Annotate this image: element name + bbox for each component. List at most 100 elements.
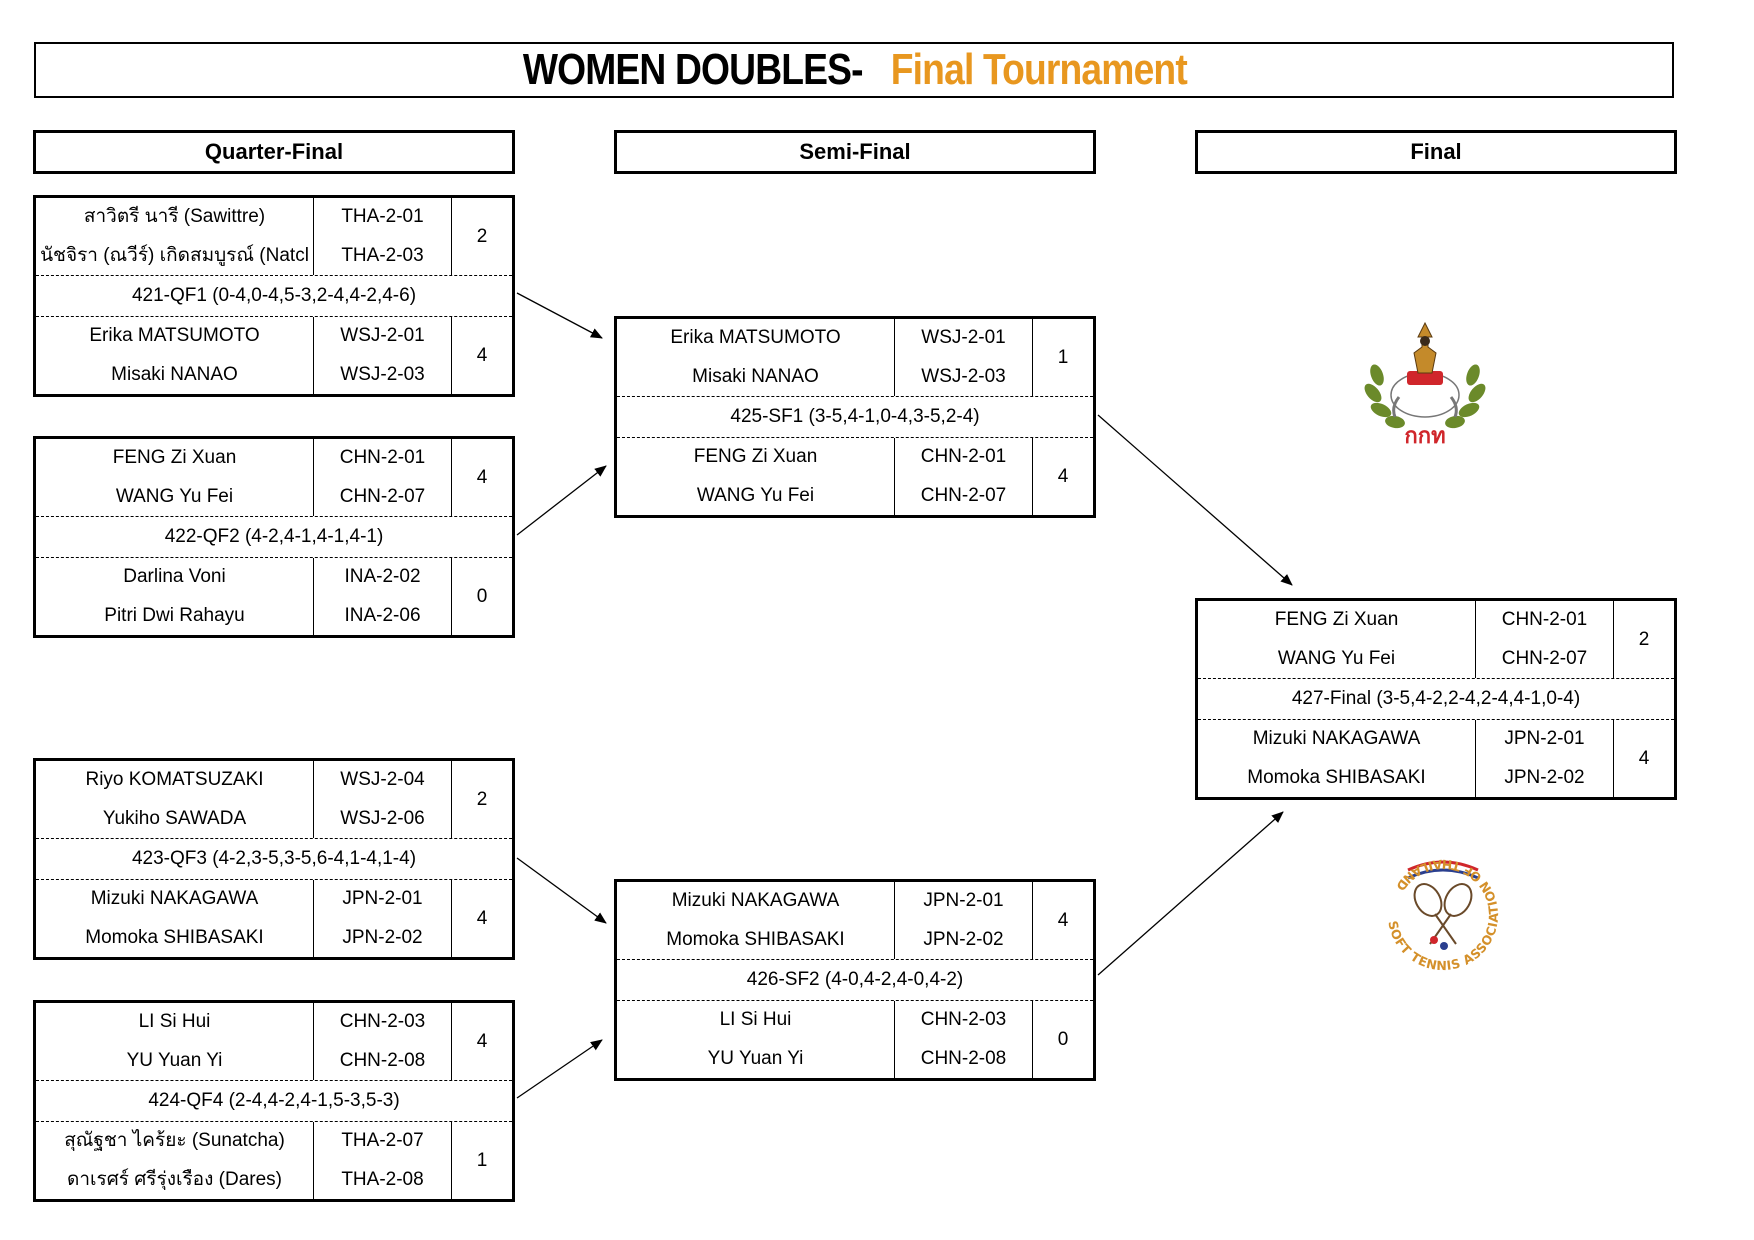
player-name: WANG Yu Fei [696,484,815,506]
player-code: THA-2-01 [341,206,424,227]
team-top: สาวิตรี นารี (Sawittre) นัชจิรา (ณวีร์) เ… [36,198,512,275]
arrow-sf2-to-final [1097,811,1284,976]
player-name: LI Si Hui [138,1011,211,1032]
player-code: WSJ-2-03 [340,363,425,385]
player-name: Momoka SHIBASAKI [85,926,264,948]
player-name: Darlina Voni [123,566,226,587]
player-code: WSJ-2-03 [921,365,1006,387]
title-main: WOMEN DOUBLES- [523,45,864,94]
player-name: Riyo KOMATSUZAKI [85,769,264,790]
player-code: JPN-2-02 [1504,766,1585,788]
team-score: 1 [1057,346,1069,368]
match-info: 423-QF3 (4-2,3-5,3-5,6-4,1-4,1-4) [36,838,512,880]
team-score: 4 [476,907,488,929]
match-sf2: Mizuki NAKAGAWA Momoka SHIBASAKI JPN-2-01… [614,879,1096,1081]
player-name: YU Yuan Yi [126,1049,223,1071]
team-score: 4 [1638,747,1650,769]
player-code: JPN-2-01 [1504,728,1585,749]
match-info: 422-QF2 (4-2,4-1,4-1,4-1) [36,516,512,558]
team-score: 0 [476,585,488,607]
team-score: 4 [476,466,488,488]
player-code: CHN-2-08 [339,1049,426,1071]
player-code: WSJ-2-01 [921,327,1006,348]
match-info: 425-SF1 (3-5,4-1,0-4,3-5,2-4) [617,396,1093,438]
player-code: THA-2-07 [341,1130,424,1151]
player-name: Momoka SHIBASAKI [1247,766,1426,788]
player-name: Momoka SHIBASAKI [666,928,845,950]
player-name: Erika MATSUMOTO [670,327,841,348]
team-score: 1 [476,1149,488,1171]
soft-tennis-association-logo-icon: SOFT TENNIS ASSOCIATION OF THAILAND [1385,857,1501,973]
player-code: CHN-2-07 [1501,647,1588,669]
player-code: WSJ-2-06 [340,807,425,829]
player-name: Yukiho SAWADA [102,807,247,829]
team-top: Mizuki NAKAGAWA Momoka SHIBASAKI JPN-2-01… [617,882,1093,959]
player-name: Pitri Dwi Rahayu [104,604,245,626]
player-code: CHN-2-07 [339,485,426,507]
round-header-final: Final [1195,130,1677,174]
team-bottom: Mizuki NAKAGAWA Momoka SHIBASAKI JPN-2-01… [1198,720,1674,797]
player-name: FENG Zi Xuan [1274,609,1399,630]
player-code: CHN-2-03 [920,1009,1007,1030]
player-name: นัชจิรา (ณวีร์) เกิดสมบูรณ์ (Natcl [40,244,309,266]
player-name: สุณัฐชา ไคร้ยะ (Sunatcha) [64,1130,285,1151]
player-code: CHN-2-08 [920,1047,1007,1069]
round-header-semi-final: Semi-Final [614,130,1096,174]
player-name: WANG Yu Fei [115,485,234,507]
team-score: 4 [1057,465,1069,487]
player-code: INA-2-02 [344,566,421,587]
match-qf1: สาวิตรี นารี (Sawittre) นัชจิรา (ณวีร์) เ… [33,195,515,397]
match-info: 427-Final (3-5,4-2,2-4,2-4,4-1,0-4) [1198,678,1674,720]
player-name: LI Si Hui [719,1009,792,1030]
player-name: YU Yuan Yi [707,1047,804,1069]
player-code: WSJ-2-04 [340,769,425,790]
match-info: 424-QF4 (2-4,4-2,4-1,5-3,5-3) [36,1080,512,1122]
svg-text:SOFT TENNIS ASSOCIATION OF THA: SOFT TENNIS ASSOCIATION OF THAILAND [1385,857,1501,973]
arrow-qf3-to-sf2 [516,857,607,924]
arrow-qf2-to-sf1 [516,465,607,536]
team-score: 2 [1638,628,1650,650]
player-code: INA-2-06 [344,604,421,626]
player-code: THA-2-03 [341,244,424,266]
arrow-qf4-to-sf2 [516,1039,603,1099]
emblem-text: กกท [1404,424,1445,449]
player-name: สาวิตรี นารี (Sawittre) [83,206,266,227]
team-score: 0 [1057,1028,1069,1050]
player-code: CHN-2-07 [920,484,1007,506]
player-name: Misaki NANAO [111,363,238,385]
match-info: 421-QF1 (0-4,0-4,5-3,2-4,4-2,4-6) [36,275,512,317]
player-code: JPN-2-01 [923,890,1004,911]
arrow-sf1-to-final [1097,414,1293,586]
arrow-qf1-to-sf1 [516,292,603,339]
page-title: WOMEN DOUBLES- Final Tournament [34,42,1674,98]
player-name: Mizuki NAKAGAWA [90,888,259,909]
player-code: CHN-2-01 [339,447,426,468]
team-score: 4 [476,1030,488,1052]
player-name: Mizuki NAKAGAWA [671,890,840,911]
sports-authority-emblem-icon: กกท [1364,321,1486,449]
association-text: SOFT TENNIS ASSOCIATION OF THAILAND [1385,857,1500,973]
player-code: CHN-2-01 [920,446,1007,467]
match-info: 426-SF2 (4-0,4-2,4-0,4-2) [617,959,1093,1001]
player-code: JPN-2-02 [342,926,423,948]
title-accent: Final Tournament [890,45,1188,94]
player-code: WSJ-2-01 [340,325,425,346]
player-name: FENG Zi Xuan [693,446,818,467]
player-name: Mizuki NAKAGAWA [1252,728,1421,749]
team-score: 4 [476,344,488,366]
player-code: CHN-2-01 [1501,609,1588,630]
team-score: 2 [476,788,488,810]
